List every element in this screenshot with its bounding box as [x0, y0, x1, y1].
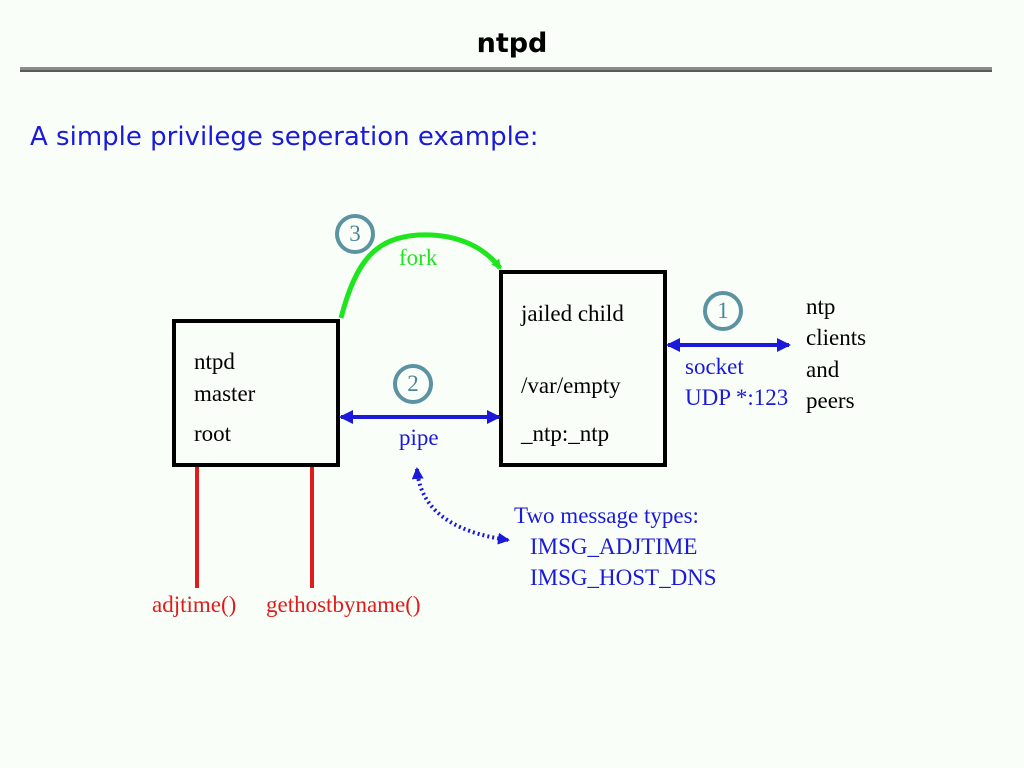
step-3-badge: [335, 214, 375, 254]
master-label-user: root: [194, 421, 232, 446]
adjtime-label: adjtime(): [152, 592, 236, 617]
child-label-user: _ntp:_ntp: [520, 421, 609, 446]
child-box: [499, 270, 667, 467]
peers-line-1: ntp: [806, 294, 835, 319]
fork-arrow: [338, 232, 502, 319]
message-types-arrow: [411, 467, 510, 545]
message-types-heading: Two message types:: [514, 503, 699, 528]
pipe-label: pipe: [399, 425, 439, 450]
master-label-name: ntpd: [194, 349, 235, 374]
socket-label: socket: [685, 354, 744, 379]
title-divider: [20, 67, 992, 72]
peers-line-3: and: [806, 357, 840, 382]
message-type-host-dns: IMSG_HOST_DNS: [530, 565, 717, 590]
gethostbyname-label: gethostbyname(): [266, 592, 421, 617]
peers-line-4: peers: [806, 388, 855, 413]
step-2-badge: [393, 364, 433, 404]
message-type-adjtime: IMSG_ADJTIME: [530, 534, 697, 559]
slide-title: ntpd: [476, 28, 548, 59]
child-label-chroot: /var/empty: [521, 373, 621, 398]
child-label-name: jailed child: [520, 301, 624, 326]
step-3-number: 3: [349, 221, 361, 246]
step-1-number: 1: [717, 298, 729, 323]
slide-subtitle: A simple privilege seperation example:: [30, 122, 539, 152]
master-label-role: master: [194, 381, 256, 406]
fork-label: fork: [399, 245, 438, 270]
peers-line-2: clients: [806, 325, 866, 350]
step-1-badge: [703, 291, 743, 331]
master-box: [172, 319, 340, 467]
socket-port-label: UDP *:123: [685, 385, 788, 410]
step-2-number: 2: [407, 371, 419, 396]
